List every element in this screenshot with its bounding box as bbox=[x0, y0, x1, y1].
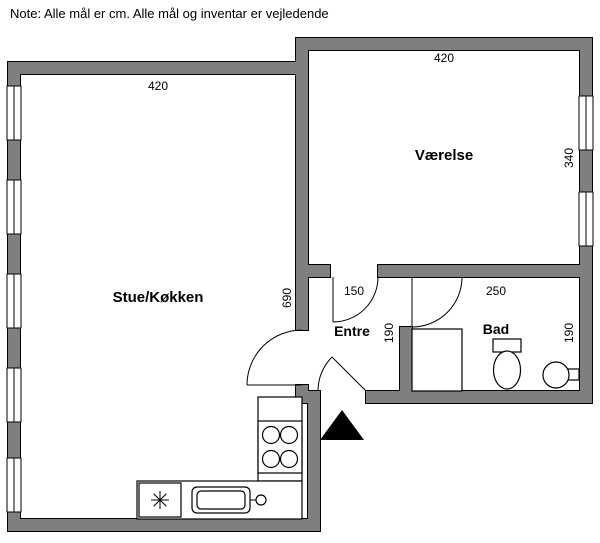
burner-icon bbox=[279, 425, 299, 445]
wall-step-vertical bbox=[308, 391, 320, 531]
room-label-vaerelse: Værelse bbox=[415, 147, 473, 164]
toilet-bowl bbox=[492, 350, 522, 390]
dishwasher-star-icon bbox=[151, 491, 169, 509]
wall-vaerelse-bottom-right bbox=[378, 265, 592, 277]
door-arc-entrance bbox=[317, 356, 333, 392]
kitchen-fixtures bbox=[136, 396, 303, 520]
room-label-entre: Entre bbox=[334, 323, 370, 339]
dim-entre-width: 150 bbox=[344, 284, 364, 298]
dim-bad-width: 250 bbox=[486, 284, 506, 298]
washbasin bbox=[542, 361, 570, 389]
dim-vaerelse-height: 340 bbox=[562, 148, 576, 168]
bathroom-fixtures bbox=[411, 328, 580, 392]
dim-stue-height: 690 bbox=[280, 288, 294, 308]
dim-vaerelse-width: 420 bbox=[434, 51, 454, 65]
wall-top-stue bbox=[8, 62, 308, 74]
labels: 420 420 Værelse 340 Stue/Køkken 690 150 … bbox=[113, 51, 577, 343]
wall-entre-bad bbox=[400, 327, 412, 391]
room-label-stue: Stue/Køkken bbox=[113, 289, 204, 306]
door-arc-bad bbox=[411, 276, 463, 328]
room-label-bad: Bad bbox=[483, 321, 509, 337]
door-arc-vaerelse bbox=[332, 276, 379, 323]
door-leaf-entrance bbox=[331, 356, 367, 392]
dim-stue-width: 420 bbox=[148, 79, 168, 93]
wall-mid-vertical bbox=[296, 38, 308, 277]
doors bbox=[246, 276, 463, 392]
wall-bottom-stue bbox=[8, 519, 320, 531]
faucet-icon bbox=[255, 494, 267, 506]
burner-icon bbox=[279, 449, 299, 469]
wall-vaerelse-bottom-left bbox=[296, 265, 330, 277]
plan-note: Note: Alle mål er cm. Alle mål og invent… bbox=[10, 6, 329, 21]
entrance-marker-icon bbox=[320, 410, 364, 440]
kitchen-sink-basin bbox=[196, 490, 246, 510]
wall-entre-bottom-right bbox=[366, 391, 592, 403]
toilet-cistern bbox=[492, 338, 522, 353]
door-arc-stue bbox=[246, 329, 303, 386]
burner-icon bbox=[261, 449, 281, 469]
shower bbox=[411, 328, 463, 392]
wall-top-vaerelse bbox=[296, 38, 592, 50]
burner-icon bbox=[261, 425, 281, 445]
dim-bad-height: 190 bbox=[562, 323, 576, 343]
dim-entre-height: 190 bbox=[382, 323, 396, 343]
wall-stue-entre-upper bbox=[296, 277, 308, 330]
windows bbox=[6, 85, 594, 513]
